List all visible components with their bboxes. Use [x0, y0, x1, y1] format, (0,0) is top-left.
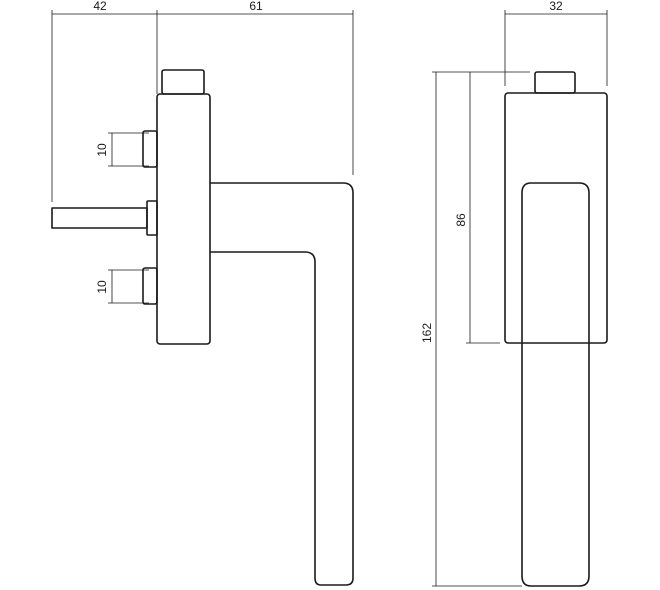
handle-grip-front [521, 182, 590, 587]
dim-label-61: 61 [249, 0, 263, 13]
dim-label-42: 42 [93, 0, 107, 13]
front-view: 32 86 162 [420, 0, 608, 587]
dim-label-32: 32 [549, 0, 563, 13]
dim-label-10-bottom: 10 [95, 280, 109, 294]
rose-plate-front [504, 92, 608, 344]
screw-top [142, 130, 158, 168]
dim-label-10-top: 10 [95, 143, 109, 157]
dim-label-162: 162 [420, 323, 434, 343]
spindle [51, 207, 148, 229]
handle-lever-side [210, 182, 354, 586]
screw-bottom [142, 267, 158, 305]
dim-label-86: 86 [454, 213, 468, 227]
spindle-collar [146, 200, 158, 236]
rose-cap-front [534, 71, 576, 94]
rose-plate [156, 93, 211, 345]
side-view: 42 61 10 10 [51, 0, 354, 586]
rose-cap [161, 69, 205, 95]
